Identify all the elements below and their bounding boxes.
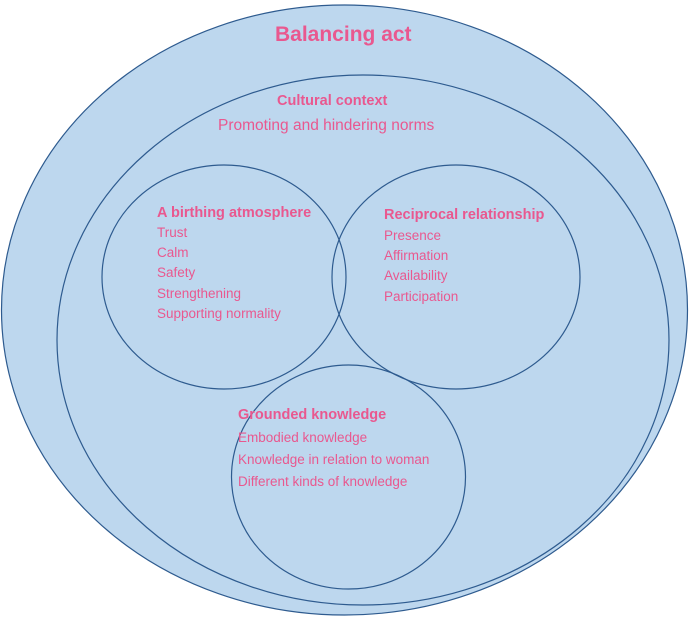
birthing-atmosphere-item: Safety <box>157 265 196 280</box>
reciprocal-relationship-item: Participation <box>384 289 459 304</box>
circle-grounded-knowledge <box>230 364 467 590</box>
birthing-atmosphere-heading: A birthing atmosphere <box>157 205 312 221</box>
birthing-atmosphere-item: Strengthening <box>157 286 242 301</box>
outer-ellipse-balancing-act <box>0 4 689 616</box>
circle-reciprocal-relationship <box>331 164 581 390</box>
grounded-knowledge-item: Embodied knowledge <box>238 430 368 445</box>
reciprocal-relationship-heading: Reciprocal relationship <box>384 207 545 223</box>
birthing-atmosphere-item: Supporting normality <box>157 306 281 321</box>
birthing-atmosphere-item: Trust <box>157 225 188 240</box>
grounded-knowledge-heading: Grounded knowledge <box>238 407 387 423</box>
circle-birthing-atmosphere <box>101 164 347 390</box>
reciprocal-relationship-item: Availability <box>384 268 448 283</box>
reciprocal-relationship-item: Presence <box>384 228 442 243</box>
inner-ellipse-cultural-context <box>56 74 670 606</box>
grounded-knowledge-item: Knowledge in relation to woman <box>238 452 430 467</box>
cultural-context-subtitle: Promoting and hindering norms <box>218 117 435 134</box>
grounded-knowledge-item: Different kinds of knowledge <box>238 474 408 489</box>
cultural-context-heading: Cultural context <box>277 93 388 109</box>
birthing-atmosphere-item: Calm <box>157 245 189 260</box>
reciprocal-relationship-item: Affirmation <box>384 248 449 263</box>
diagram-title: Balancing act <box>275 23 412 46</box>
